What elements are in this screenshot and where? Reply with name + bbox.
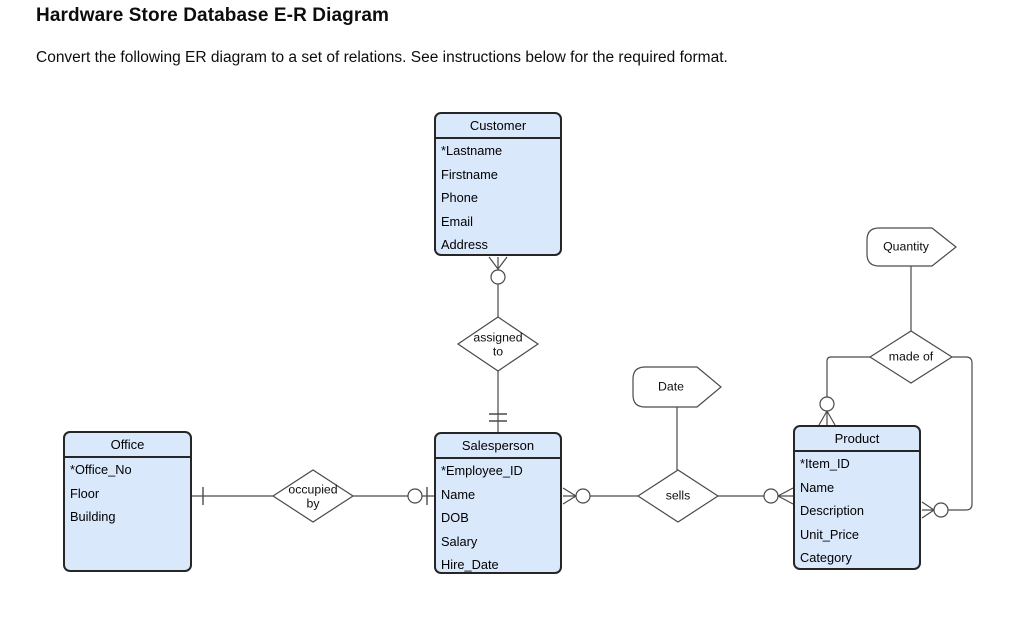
connector-made-of-product-top-zero-many bbox=[818, 356, 870, 426]
entity-title: Customer bbox=[436, 114, 560, 139]
relationship-diamond-occupied-by bbox=[271, 469, 355, 523]
entity-attribute: *Employee_ID bbox=[441, 463, 523, 478]
attribute-label-date: Date bbox=[658, 379, 684, 394]
entity-attribute: Phone bbox=[441, 190, 479, 206]
connector-office-occupied-by-one bbox=[192, 487, 273, 505]
entity-title: Product bbox=[795, 427, 919, 452]
relationship-diamond-sells bbox=[636, 469, 720, 523]
relationship-diamond-made-of bbox=[868, 330, 954, 384]
attribute-label-quantity: Quantity bbox=[883, 239, 929, 254]
entity-attribute: Description bbox=[800, 503, 865, 519]
connector-made-of-product-right-zero-many bbox=[921, 356, 973, 519]
entity-attribute: Salary bbox=[441, 533, 478, 549]
connector-salesperson-sells-zero-many bbox=[562, 487, 638, 505]
entity-attribute: Address bbox=[441, 237, 488, 253]
entity-attribute: Building bbox=[70, 509, 116, 525]
entity-attribute: Hire_Date bbox=[441, 557, 499, 573]
entity-attribute: *Office_No bbox=[70, 462, 132, 477]
entity-title: Salesperson bbox=[436, 434, 560, 459]
relationship-label-sells: sells bbox=[665, 488, 691, 503]
entity-attribute: *Lastname bbox=[441, 143, 503, 158]
instruction-text: Convert the following ER diagram to a se… bbox=[36, 49, 728, 66]
connector-sells-product-zero-many bbox=[718, 487, 794, 505]
connector-assigned-to-salesperson-exactly-one bbox=[489, 371, 507, 432]
entity-attribute: Category bbox=[800, 550, 852, 566]
relationship-label-made-of: made of bbox=[888, 349, 934, 364]
entity-attribute: Email bbox=[441, 213, 473, 229]
entity-attribute: *Item_ID bbox=[800, 456, 850, 471]
entity-attribute: Firstname bbox=[441, 166, 498, 182]
connector-customer-assigned-to-zero-many bbox=[488, 256, 508, 317]
page-title: Hardware Store Database E-R Diagram bbox=[36, 5, 390, 26]
relationship-label-assigned-to: assigned to bbox=[473, 330, 523, 358]
entity-attribute: Floor bbox=[70, 485, 100, 501]
relationship-diamond-assigned-to bbox=[456, 316, 540, 372]
entity-attribute: Name bbox=[441, 486, 476, 502]
entity-attribute: Name bbox=[800, 479, 835, 495]
entity-title: Office bbox=[65, 433, 190, 458]
entity-attribute: DOB bbox=[441, 510, 469, 526]
attribute-shape-quantity bbox=[866, 227, 957, 267]
relationship-label-occupied-by: occupied by bbox=[288, 482, 338, 510]
entity-attribute: Unit_Price bbox=[800, 526, 860, 542]
attribute-shape-date bbox=[632, 366, 722, 408]
connector-occupied-by-salesperson-zero-one bbox=[353, 487, 434, 505]
